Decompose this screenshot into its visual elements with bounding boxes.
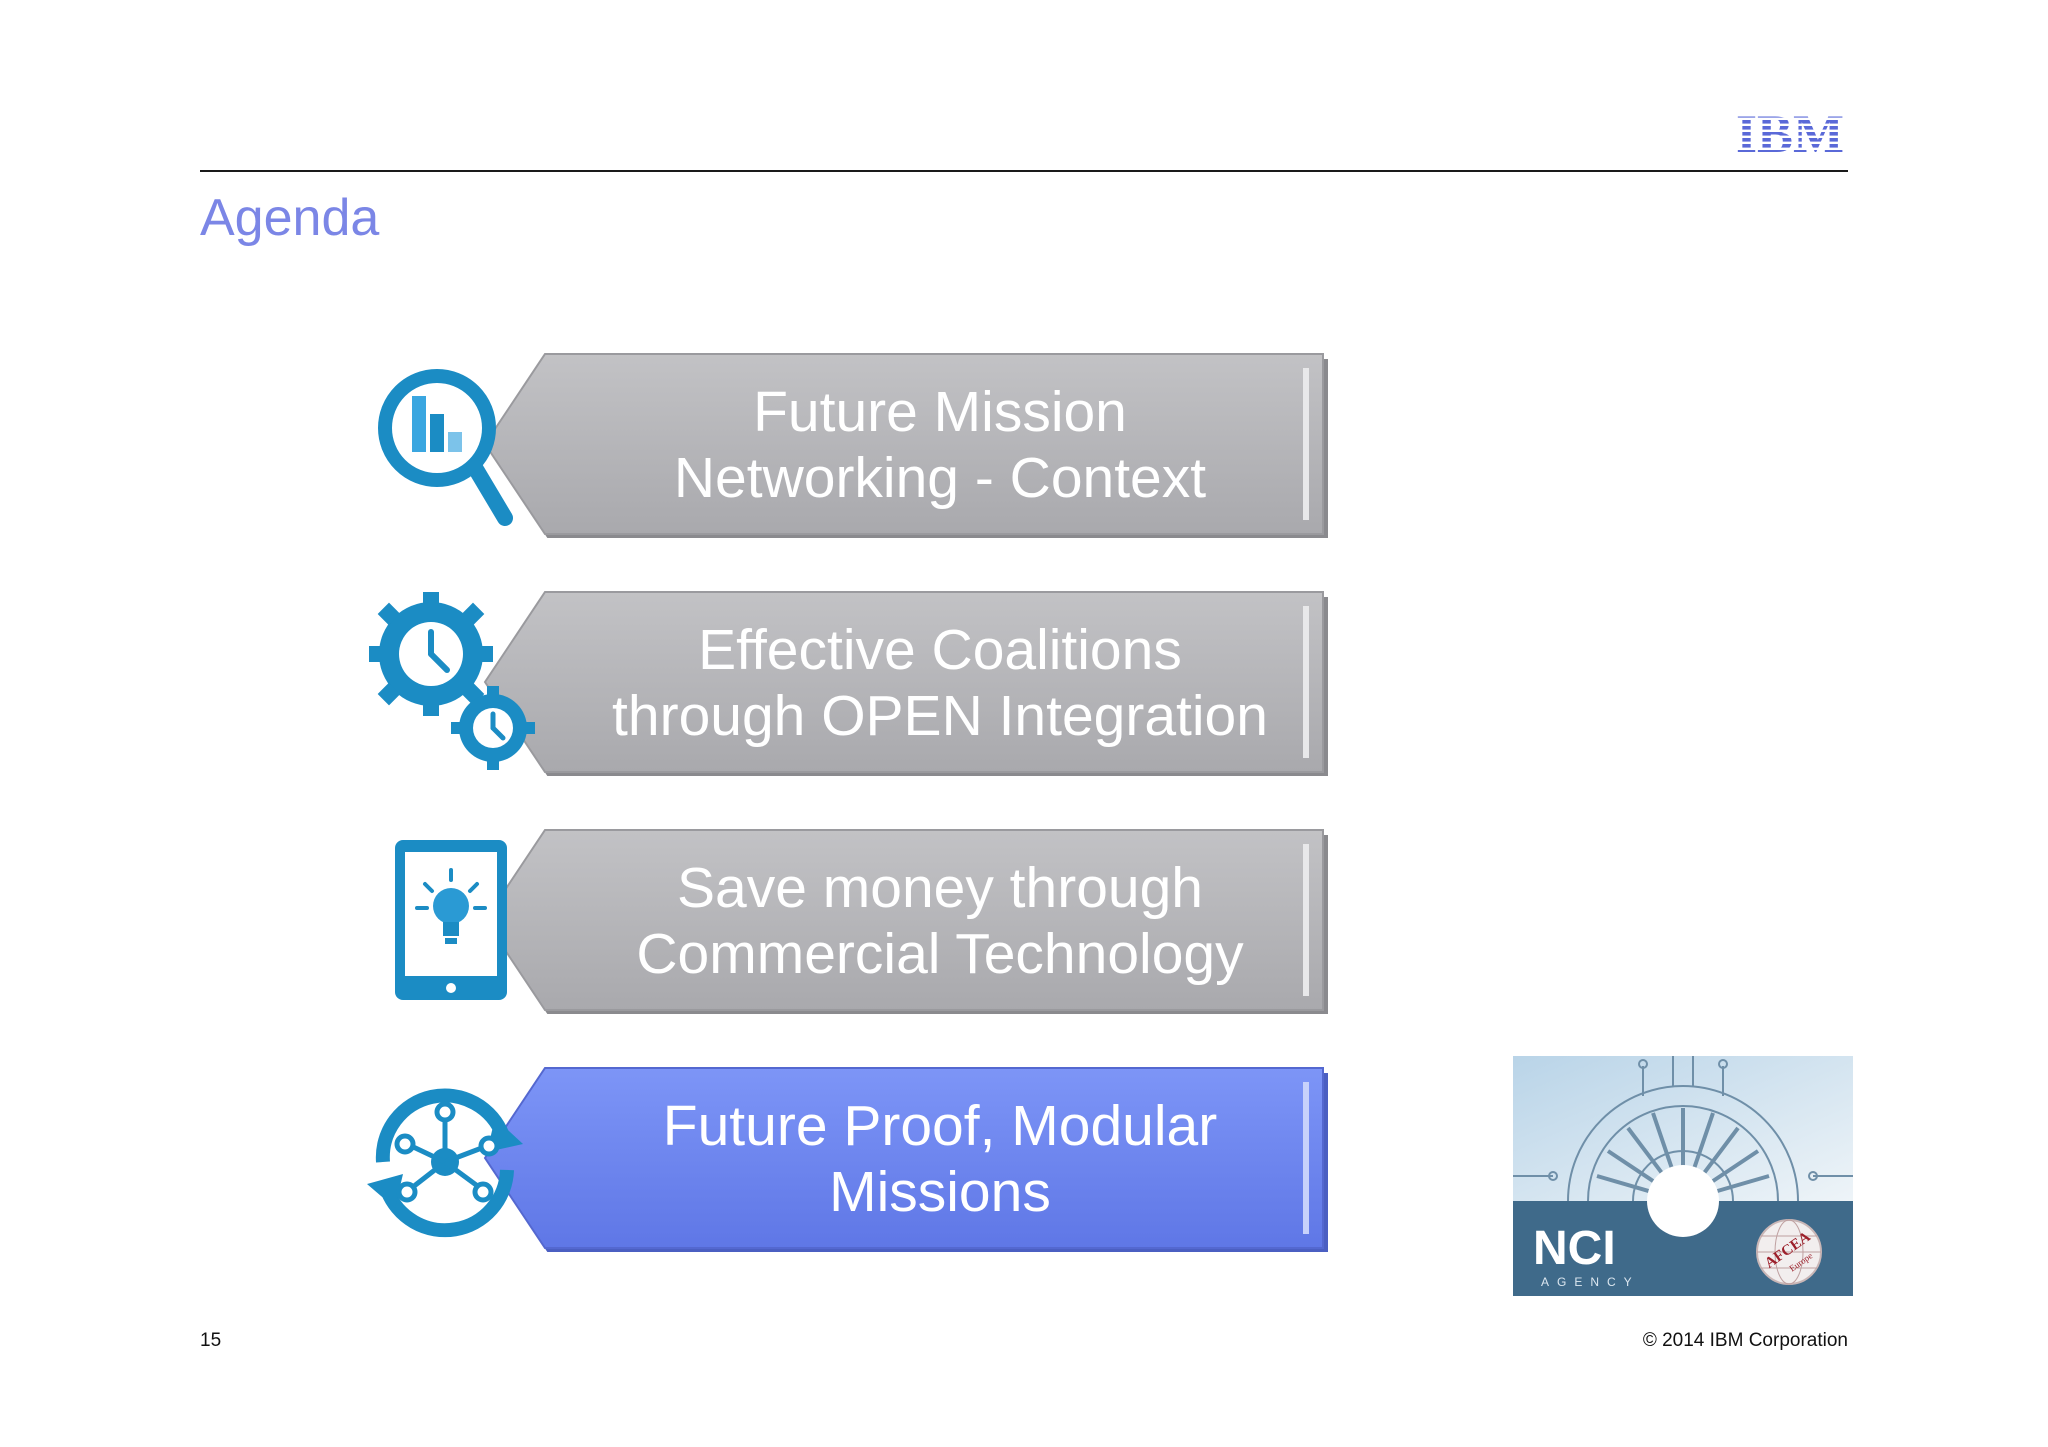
agenda-item-label: Effective Coalitions through OPEN Integr… bbox=[612, 618, 1268, 748]
agenda-item-label: Future Proof, Modular Missions bbox=[662, 1094, 1218, 1224]
magnifier-chart-icon bbox=[378, 369, 513, 526]
agenda-item-label: Save money through Commercial Technology bbox=[636, 856, 1244, 986]
agenda-item-1: Future Mission Networking - Context bbox=[355, 352, 1335, 538]
svg-text:NCI: NCI bbox=[1533, 1222, 1616, 1275]
tablet-lightbulb-icon bbox=[395, 840, 507, 1000]
nci-afcea-badge: NCI AGENCY AFCEA Europe bbox=[1513, 1056, 1853, 1296]
gears-clock-icon bbox=[369, 592, 535, 770]
ibm-logo: IBM bbox=[1736, 108, 1844, 156]
page-number: 15 bbox=[200, 1330, 222, 1351]
network-cycle-icon bbox=[367, 1088, 523, 1238]
copyright-notice: © 2014 IBM Corporation bbox=[1642, 1330, 1848, 1351]
agenda-plate bbox=[483, 591, 1328, 776]
agenda-plate bbox=[483, 353, 1328, 538]
page-title: Agenda bbox=[200, 189, 380, 247]
agenda-plate bbox=[483, 829, 1328, 1014]
agenda-item-3: Save money through Commercial Technology bbox=[355, 828, 1335, 1014]
agenda-item-label: Future Mission Networking - Context bbox=[673, 380, 1207, 510]
agenda-item-2: Effective Coalitions through OPEN Integr… bbox=[355, 590, 1335, 776]
svg-text:IBM: IBM bbox=[1736, 108, 1844, 156]
agenda-item-4-active: Future Proof, Modular Missions bbox=[355, 1066, 1335, 1252]
agenda-plate bbox=[483, 1067, 1328, 1252]
header-rule bbox=[200, 170, 1848, 172]
svg-text:AGENCY: AGENCY bbox=[1541, 1275, 1640, 1289]
